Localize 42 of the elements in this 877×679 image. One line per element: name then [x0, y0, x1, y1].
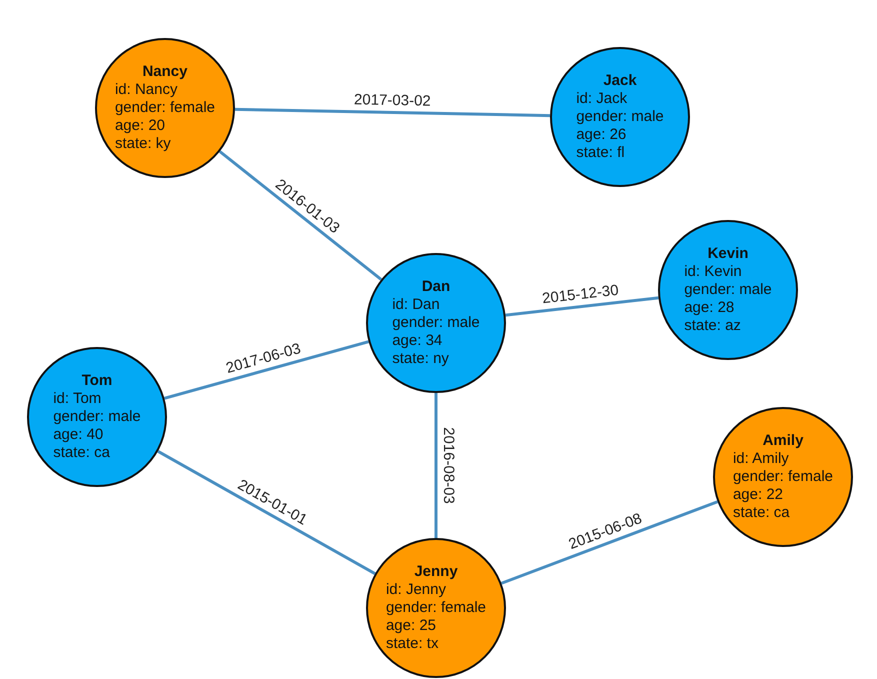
node-attribute: id: Nancy	[114, 81, 178, 99]
connector-line	[164, 340, 369, 400]
node-title: Kevin	[708, 245, 748, 263]
node-attribute: age: 26	[576, 126, 626, 144]
node-attribute: age: 34	[392, 332, 442, 350]
node-attribute: id: Jack	[576, 90, 628, 108]
node-title: Nancy	[142, 63, 188, 81]
connector-line	[500, 500, 718, 585]
connector-line	[157, 450, 376, 575]
node-attribute: gender: male	[392, 314, 480, 332]
node-attribute: age: 28	[684, 299, 734, 317]
connector-line	[434, 393, 438, 538]
connector-line	[505, 296, 659, 317]
node-attribute: state: tx	[386, 635, 438, 653]
node-attribute: state: ny	[392, 350, 449, 368]
node-attribute: age: 20	[114, 117, 165, 135]
node-attribute: age: 22	[732, 486, 783, 504]
node-attribute: gender: male	[576, 108, 664, 126]
node-attribute: gender: male	[53, 408, 141, 426]
connector-line	[218, 150, 382, 281]
node-title: Jack	[603, 72, 637, 90]
node-title: Amily	[762, 432, 804, 450]
node-attribute: state: fl	[576, 144, 625, 162]
connector-line	[234, 108, 550, 118]
node-title: Jenny	[414, 563, 458, 581]
node-attribute: state: ca	[53, 444, 110, 462]
node-title: Dan	[422, 278, 450, 296]
node-attribute: state: ca	[732, 504, 790, 522]
node-attribute: age: 40	[53, 426, 104, 444]
node-title: Tom	[82, 372, 112, 390]
node-attribute: gender: female	[114, 99, 216, 117]
node-attribute: id: Amily	[732, 450, 789, 468]
node-attribute: id: Kevin	[684, 263, 742, 281]
node-attribute: id: Jenny	[386, 581, 446, 599]
node-attribute: state: ky	[114, 135, 171, 153]
node-attribute: state: az	[684, 317, 741, 335]
node-attribute: gender: female	[732, 468, 834, 486]
node-attribute: gender: female	[386, 599, 486, 617]
node-attribute: id: Tom	[53, 390, 102, 408]
node-attribute: age: 25	[386, 617, 436, 635]
node-attribute: id: Dan	[392, 296, 440, 314]
node-attribute: gender: male	[684, 281, 772, 299]
